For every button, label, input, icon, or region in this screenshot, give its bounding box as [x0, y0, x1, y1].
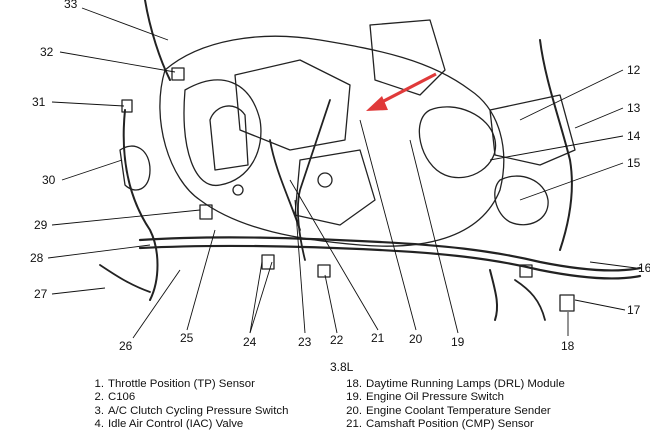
- callout-29: 29: [34, 218, 48, 232]
- legend-item: 3.A/C Clutch Cycling Pressure Switch: [86, 404, 289, 418]
- callout-33: 33: [64, 0, 78, 11]
- legend-text: Engine Coolant Temperature Sender: [366, 404, 551, 417]
- legend-right-column: 18. Daytime Running Lamps (DRL) Module 19…: [344, 378, 565, 432]
- callout-13: 13: [627, 101, 641, 115]
- legend-left-column: 1.Throttle Position (TP) Sensor 2.C106 3…: [86, 378, 289, 432]
- legend-number: 2.: [94, 391, 105, 404]
- legend-text: A/C Clutch Cycling Pressure Switch: [108, 404, 289, 417]
- highlight-arrow-icon: [366, 72, 437, 111]
- legend-number: 18.: [346, 378, 362, 390]
- callout-28: 28: [30, 251, 44, 265]
- callout-17: 17: [627, 303, 641, 317]
- legend-number: 3.: [94, 404, 105, 417]
- legend-number: 4.: [94, 418, 105, 431]
- callout-18: 18: [561, 339, 575, 353]
- callout-21: 21: [371, 331, 385, 345]
- legend-text: C106: [108, 391, 136, 404]
- legend-text: Idle Air Control (IAC) Valve: [108, 418, 244, 431]
- legend-text: Engine Oil Pressure Switch: [366, 391, 505, 404]
- callout-27: 27: [34, 287, 48, 301]
- callout-23: 23: [298, 335, 312, 349]
- legend-item: 21. Camshaft Position (CMP) Sensor: [344, 418, 565, 431]
- legend-item: 2.C106: [86, 391, 288, 404]
- callout-24: 24: [243, 335, 257, 349]
- callout-22: 22: [330, 333, 344, 347]
- legend-number: 1.: [94, 378, 105, 390]
- callout-25: 25: [180, 331, 194, 345]
- legend-text: Daytime Running Lamps (DRL) Module: [366, 378, 565, 390]
- callout-19: 19: [451, 335, 465, 349]
- legend-text: Camshaft Position (CMP) Sensor: [366, 418, 534, 431]
- callout-20: 20: [409, 332, 423, 346]
- legend-item: 19. Engine Oil Pressure Switch: [344, 391, 565, 404]
- callout-32: 32: [40, 45, 54, 59]
- callout-14: 14: [627, 129, 641, 143]
- legend-number: 19.: [346, 391, 362, 404]
- legend-item: 18. Daytime Running Lamps (DRL) Module: [344, 378, 565, 391]
- legend-item: 1.Throttle Position (TP) Sensor: [86, 378, 288, 391]
- callout-16: 16: [638, 261, 650, 275]
- engine-wiring-diagram: 33 32 31 30 29 28 27 26 25 24 23 22 21 2…: [30, 0, 650, 353]
- legend-item: 20. Engine Coolant Temperature Sender: [344, 405, 565, 418]
- callout-12: 12: [627, 63, 641, 77]
- callout-31: 31: [32, 95, 46, 109]
- legend-number: 20.: [346, 404, 362, 417]
- callout-15: 15: [627, 156, 641, 170]
- engine-label: 3.8L: [330, 360, 354, 374]
- callout-30: 30: [42, 173, 56, 187]
- legend-text: Throttle Position (TP) Sensor: [108, 378, 255, 390]
- legend-item: 4.Idle Air Control (IAC) Valve: [86, 418, 288, 431]
- callout-26: 26: [119, 339, 133, 353]
- legend-number: 21.: [346, 418, 362, 431]
